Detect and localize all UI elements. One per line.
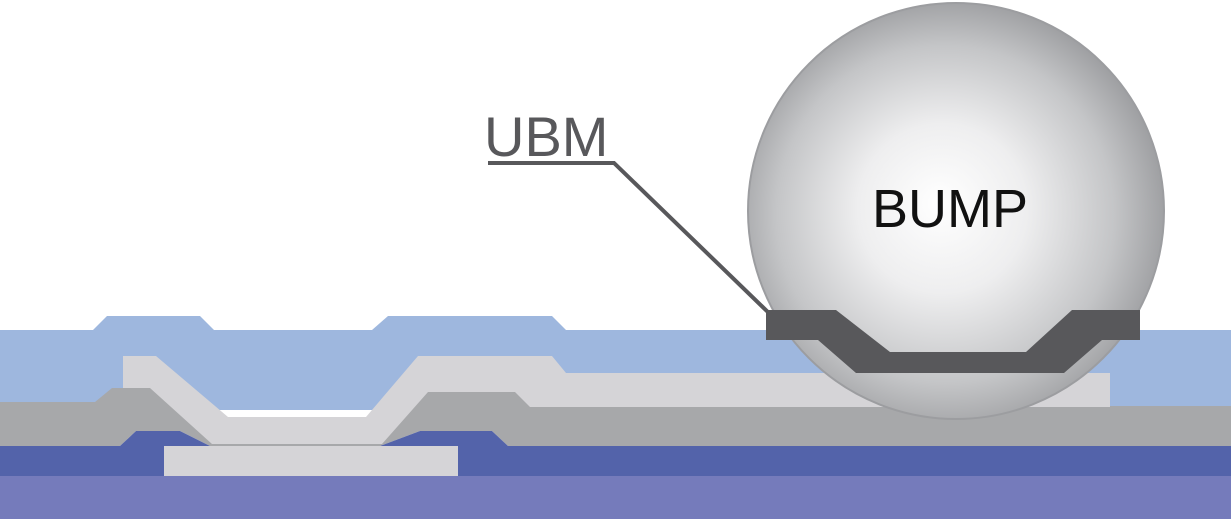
passivation-layer xyxy=(0,388,1231,446)
ubm-label: UBM xyxy=(484,105,608,168)
ubm-leader-line xyxy=(488,161,774,318)
bond-pad-edge-left xyxy=(120,431,210,446)
bond-pad xyxy=(164,446,458,476)
substrate-layer xyxy=(0,475,1231,519)
solder-bump xyxy=(747,2,1165,420)
ubm-layer xyxy=(766,310,1140,373)
bump-label: BUMP xyxy=(872,179,1028,239)
bond-pad-edge-right xyxy=(380,431,508,446)
